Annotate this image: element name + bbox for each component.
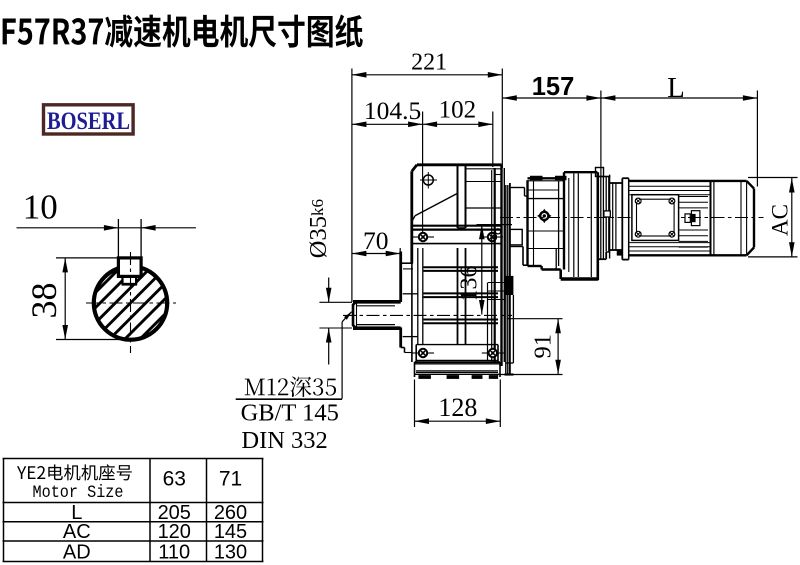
svg-text:70: 70 — [363, 226, 389, 255]
svg-text:AC: AC — [768, 204, 793, 236]
svg-text:GB/T 145: GB/T 145 — [241, 399, 339, 426]
svg-text:145: 145 — [214, 521, 247, 543]
svg-text:L: L — [71, 502, 82, 524]
svg-text:157: 157 — [532, 73, 575, 101]
svg-text:L: L — [667, 72, 685, 104]
svg-text:AD: AD — [63, 541, 91, 563]
svg-text:128: 128 — [438, 393, 477, 422]
svg-text:136: 136 — [457, 266, 483, 302]
svg-text:10: 10 — [23, 188, 58, 227]
svg-text:110: 110 — [158, 541, 190, 563]
svg-text:120: 120 — [158, 521, 191, 543]
svg-text:63: 63 — [163, 467, 186, 490]
svg-text:91: 91 — [530, 334, 557, 359]
svg-text:130: 130 — [214, 541, 247, 563]
svg-text:102: 102 — [439, 97, 477, 124]
svg-text:DIN 332: DIN 332 — [241, 427, 327, 454]
svg-text:AC: AC — [63, 521, 91, 543]
svg-text:205: 205 — [158, 502, 191, 524]
svg-text:260: 260 — [214, 502, 247, 524]
svg-text:Motor Size: Motor Size — [33, 483, 124, 503]
svg-text:71: 71 — [219, 467, 242, 490]
svg-text:38: 38 — [24, 283, 64, 319]
svg-text:BOSERL: BOSERL — [47, 106, 130, 135]
svg-text:104.5: 104.5 — [364, 96, 421, 125]
svg-text:221: 221 — [411, 50, 447, 76]
